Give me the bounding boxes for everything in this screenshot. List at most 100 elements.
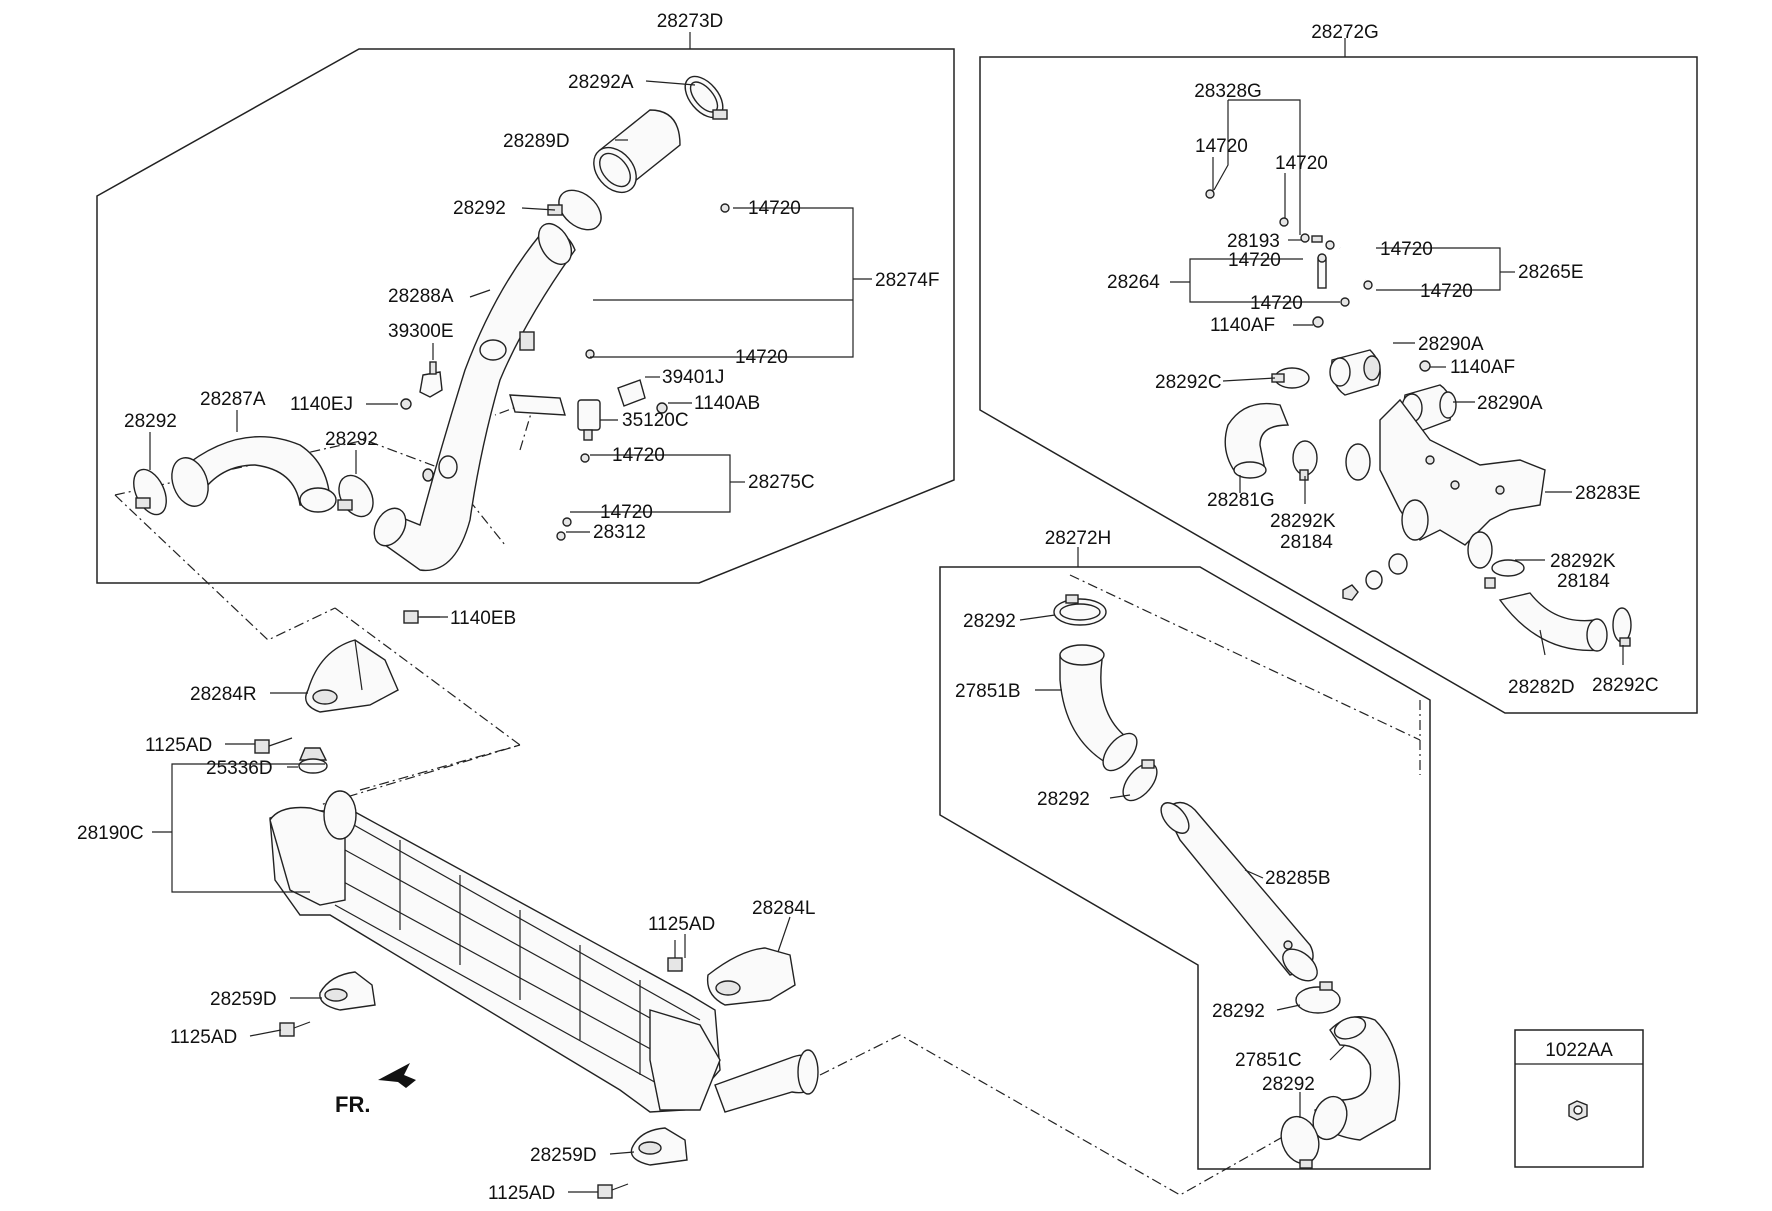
label-14720-d[interactable]: 14720 bbox=[600, 502, 653, 523]
label-1140AF-a[interactable]: 1140AF bbox=[1210, 315, 1275, 336]
bolt-1140AF-upper[interactable] bbox=[1312, 316, 1324, 328]
fitting-28193[interactable] bbox=[1300, 233, 1335, 250]
label-28292-e[interactable]: 28292 bbox=[1037, 789, 1090, 810]
label-1125AD-a[interactable]: 1125AD bbox=[145, 735, 212, 756]
label-28292-c[interactable]: 28292 bbox=[325, 429, 378, 450]
hose-28281G[interactable] bbox=[1224, 402, 1290, 479]
label-28184-a[interactable]: 28184 bbox=[1280, 532, 1333, 553]
hose-28289D[interactable] bbox=[585, 109, 681, 201]
grommet-set[interactable] bbox=[1342, 553, 1408, 601]
label-14720-h[interactable]: 14720 bbox=[1380, 239, 1433, 260]
bracket-small[interactable] bbox=[509, 394, 566, 416]
label-28312[interactable]: 28312 bbox=[593, 522, 646, 543]
label-28193[interactable]: 28193 bbox=[1227, 231, 1280, 252]
bolt-1125AD-upper[interactable] bbox=[254, 737, 293, 754]
label-28292-a[interactable]: 28292 bbox=[453, 198, 506, 219]
bolt-1125AD-low1[interactable] bbox=[279, 1021, 311, 1037]
label-1140EB[interactable]: 1140EB bbox=[450, 608, 516, 629]
clamp-28292-h4[interactable] bbox=[1275, 1111, 1325, 1169]
clamp-28292C-upper[interactable] bbox=[1271, 367, 1310, 389]
label-28292A[interactable]: 28292A bbox=[568, 72, 634, 93]
label-14720-j[interactable]: 14720 bbox=[1250, 293, 1303, 314]
clamp-28292-h2[interactable] bbox=[1117, 757, 1164, 806]
clamp-28292-h1[interactable] bbox=[1053, 594, 1107, 626]
label-28292C-a[interactable]: 28292C bbox=[1155, 372, 1222, 393]
label-28284R[interactable]: 28284R bbox=[190, 684, 257, 705]
bracket-28284L[interactable] bbox=[706, 947, 796, 1006]
label-28284L[interactable]: 28284L bbox=[752, 898, 815, 919]
label-28259D-a[interactable]: 28259D bbox=[210, 989, 277, 1010]
label-28190C[interactable]: 28190C bbox=[77, 823, 144, 844]
label-28292K-b[interactable]: 28292K bbox=[1550, 551, 1616, 572]
label-1140EJ[interactable]: 1140EJ bbox=[290, 394, 353, 415]
bracket-28259D-upper[interactable] bbox=[319, 971, 376, 1011]
label-28292-f[interactable]: 28292 bbox=[1212, 1001, 1265, 1022]
label-28292-b[interactable]: 28292 bbox=[124, 411, 177, 432]
label-28259D-b[interactable]: 28259D bbox=[530, 1145, 597, 1166]
label-14720-g[interactable]: 14720 bbox=[1228, 250, 1281, 271]
label-28288A[interactable]: 28288A bbox=[388, 286, 454, 307]
hose-28282D[interactable] bbox=[1498, 592, 1608, 652]
label-14720-i[interactable]: 14720 bbox=[1420, 281, 1473, 302]
label-28287A[interactable]: 28287A bbox=[200, 389, 266, 410]
clamp-28292K-upper[interactable] bbox=[1292, 440, 1318, 481]
label-14720-b[interactable]: 14720 bbox=[735, 347, 788, 368]
label-14720-f[interactable]: 14720 bbox=[1275, 153, 1328, 174]
hose-27851B[interactable] bbox=[1059, 644, 1143, 777]
label-27851B[interactable]: 27851B bbox=[955, 681, 1021, 702]
label-1125AD-c[interactable]: 1125AD bbox=[170, 1027, 237, 1048]
label-1140AF-b[interactable]: 1140AF bbox=[1450, 357, 1515, 378]
label-28184-b[interactable]: 28184 bbox=[1557, 571, 1610, 592]
hose-28287A[interactable] bbox=[165, 435, 337, 513]
hose-27851C[interactable] bbox=[1307, 1013, 1401, 1144]
label-28328G[interactable]: 28328G bbox=[1194, 81, 1262, 102]
label-28290A-a[interactable]: 28290A bbox=[1418, 334, 1484, 355]
intercooler-28190C[interactable] bbox=[269, 790, 819, 1113]
label-28264[interactable]: 28264 bbox=[1107, 272, 1160, 293]
bolt-1125AD-low2[interactable] bbox=[597, 1183, 629, 1199]
label-39401J[interactable]: 39401J bbox=[662, 367, 724, 388]
label-28292C-b[interactable]: 28292C bbox=[1592, 675, 1659, 696]
label-14720-c[interactable]: 14720 bbox=[612, 445, 665, 466]
housing-28283E[interactable] bbox=[1345, 398, 1546, 569]
clamp-28292K-lower[interactable] bbox=[1484, 559, 1525, 589]
sensor-35120C[interactable] bbox=[577, 399, 601, 441]
label-1125AD-d[interactable]: 1125AD bbox=[488, 1183, 555, 1204]
clamp-28292C-lower[interactable] bbox=[1612, 607, 1632, 647]
label-28274F[interactable]: 28274F bbox=[875, 270, 939, 291]
grommets[interactable] bbox=[422, 455, 458, 482]
label-28290A-b[interactable]: 28290A bbox=[1477, 393, 1543, 414]
pipe-28288A[interactable] bbox=[368, 218, 578, 572]
bracket-39300E[interactable] bbox=[419, 361, 443, 398]
label-28272H[interactable]: 28272H bbox=[1045, 528, 1112, 549]
label-14720-a[interactable]: 14720 bbox=[748, 198, 801, 219]
pipe-28264[interactable] bbox=[1317, 253, 1350, 307]
label-39300E[interactable]: 39300E bbox=[388, 321, 454, 342]
label-28283E[interactable]: 28283E bbox=[1575, 483, 1641, 504]
label-14720-e[interactable]: 14720 bbox=[1195, 136, 1248, 157]
clamp-28292A[interactable] bbox=[678, 70, 730, 125]
label-1140AB[interactable]: 1140AB bbox=[694, 393, 760, 414]
bolt-1140EJ[interactable] bbox=[400, 398, 412, 410]
hose-28275C[interactable] bbox=[556, 453, 590, 541]
nut-1022AA[interactable] bbox=[1568, 1100, 1588, 1121]
label-28265E[interactable]: 28265E bbox=[1518, 262, 1584, 283]
hose-28328G[interactable] bbox=[1205, 189, 1289, 227]
label-28292-g[interactable]: 28292 bbox=[1262, 1074, 1315, 1095]
clamp-28292-left[interactable] bbox=[127, 464, 173, 519]
pipe-28285B[interactable] bbox=[1156, 798, 1323, 987]
label-27851C[interactable]: 27851C bbox=[1235, 1050, 1302, 1071]
bolt-1125AD-mid[interactable] bbox=[667, 940, 683, 972]
clamp-28292-h3[interactable] bbox=[1295, 981, 1341, 1014]
label-28275C[interactable]: 28275C bbox=[748, 472, 815, 493]
bracket-28259D-lower[interactable] bbox=[630, 1127, 688, 1166]
bracket-28284R[interactable] bbox=[305, 639, 399, 713]
label-1125AD-b[interactable]: 1125AD bbox=[648, 914, 715, 935]
label-28281G[interactable]: 28281G bbox=[1207, 490, 1275, 511]
hose-14720-long[interactable] bbox=[585, 203, 730, 359]
valve-28290A-upper[interactable] bbox=[1329, 349, 1381, 396]
label-28292K-a[interactable]: 28292K bbox=[1270, 511, 1336, 532]
label-1022AA[interactable]: 1022AA bbox=[1545, 1040, 1613, 1061]
label-28273D[interactable]: 28273D bbox=[657, 11, 724, 32]
label-25336D[interactable]: 25336D bbox=[206, 758, 273, 779]
